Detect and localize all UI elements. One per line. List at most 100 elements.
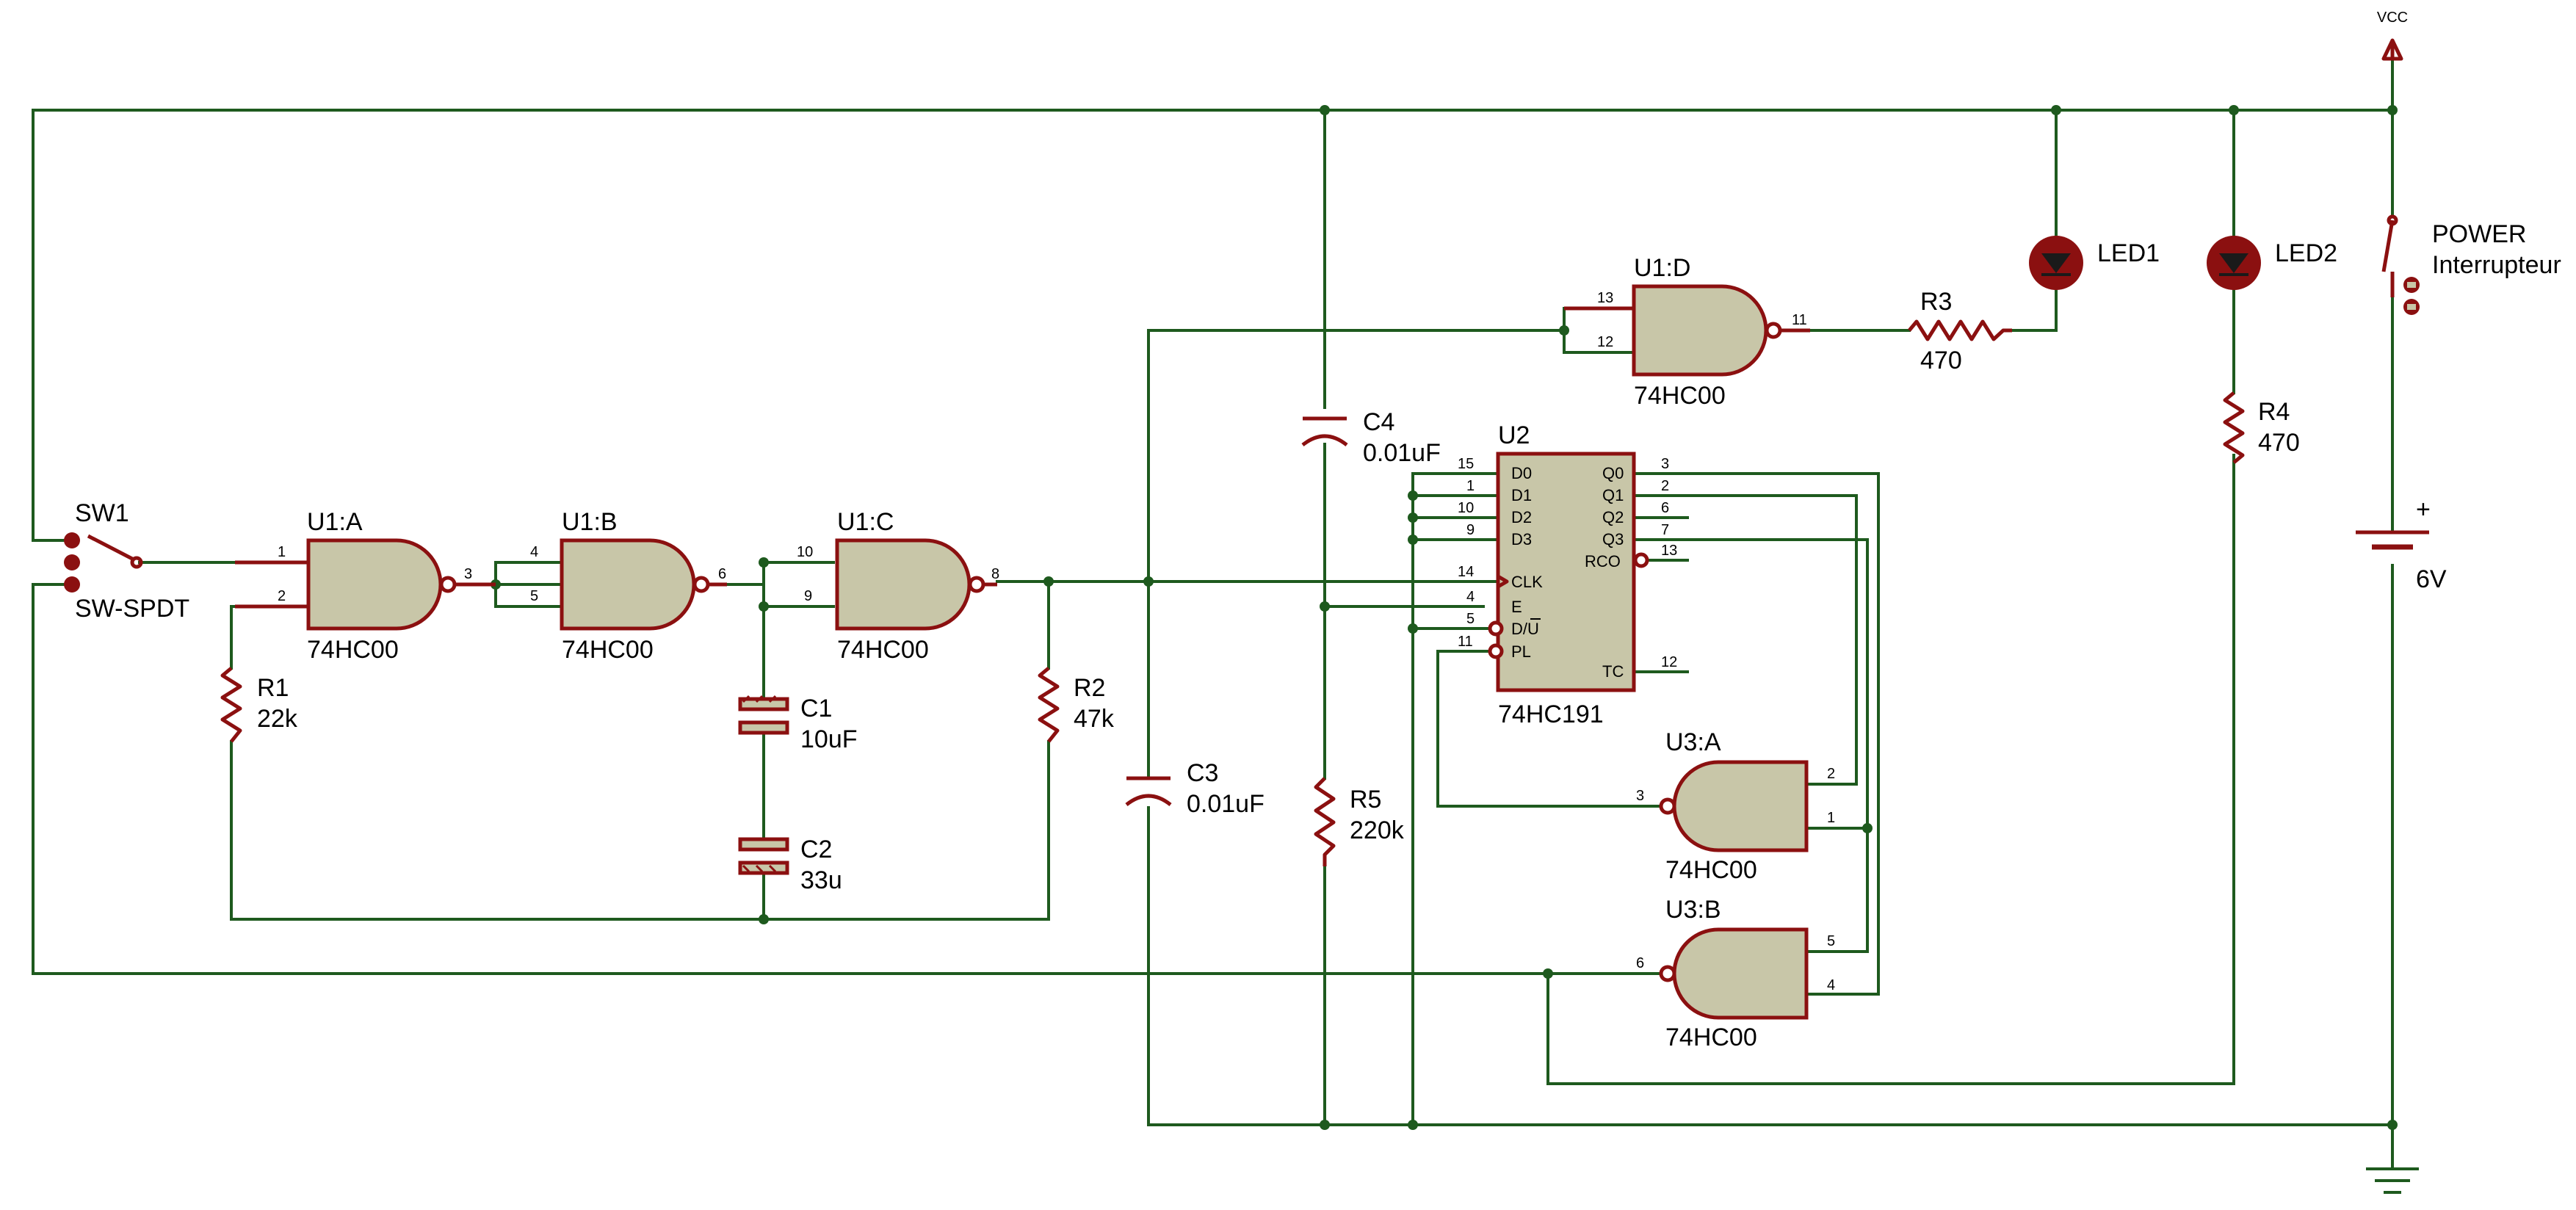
gate-name: U1:B (562, 508, 618, 536)
pin-number: 6 (1661, 500, 1669, 516)
resistor-value: 220k (1350, 816, 1405, 844)
pin-name: D3 (1511, 530, 1532, 548)
gate-name: U1:C (837, 508, 894, 536)
battery-plus: + (2416, 496, 2431, 524)
pin-number: 3 (1661, 456, 1669, 472)
gate-type: 74HC00 (307, 636, 399, 664)
resistor-value: 470 (1920, 347, 1962, 374)
gate-u3a: 2 1 3 U3:A 74HC00 (1636, 728, 1835, 884)
pin-label: 2 (278, 588, 286, 604)
ground-symbol (2366, 1167, 2419, 1194)
pin-number: 9 (1466, 522, 1475, 538)
pin-number: 7 (1661, 522, 1669, 538)
pin-name: D1 (1511, 486, 1532, 504)
pin-number: 14 (1458, 564, 1474, 580)
power-switch-desc: Interrupteur (2432, 251, 2561, 279)
capacitor-value: 0.01uF (1187, 790, 1265, 818)
pin-label: 2 (1827, 766, 1835, 782)
pin-label: 9 (804, 588, 812, 604)
pin-number: 2 (1661, 478, 1669, 494)
resistor-name: R3 (1920, 288, 1952, 316)
gate-name: U1:A (307, 508, 363, 536)
pin-label: 1 (278, 544, 286, 560)
gate-u3b: 5 4 6 U3:B 74HC00 (1636, 896, 1835, 1051)
wires (32, 57, 2394, 1169)
capacitor-c3: C3 0.01uF (1125, 759, 1265, 818)
pin-name: D0 (1511, 464, 1532, 482)
pin-name: PL (1511, 642, 1531, 661)
battery: + 6V (2356, 496, 2447, 593)
led-2: LED2 (2207, 236, 2337, 290)
battery-value: 6V (2416, 565, 2447, 593)
gate-name: U3:A (1665, 728, 1721, 756)
resistor-name: R5 (1350, 786, 1381, 814)
pin-label: 5 (530, 588, 538, 604)
resistor-r1: R1 22k (220, 667, 298, 743)
resistor-value: 470 (2258, 429, 2300, 457)
gate-type: 74HC00 (1665, 1024, 1757, 1051)
resistor-r5: R5 220k (1314, 777, 1405, 866)
pin-name: TC (1602, 662, 1624, 681)
capacitor-c4: C4 0.01uF (1301, 408, 1441, 467)
sw1-type: SW-SPDT (75, 595, 189, 623)
capacitor-name: C4 (1363, 408, 1394, 436)
pin-label: 3 (1636, 788, 1644, 804)
pin-number: 5 (1466, 611, 1475, 627)
resistor-value: 22k (257, 705, 298, 733)
resistor-value: 47k (1074, 705, 1115, 733)
led-label: LED1 (2097, 239, 2160, 267)
counter-type: 74HC191 (1498, 700, 1604, 728)
counter-u2: U2 74HC191 15 D0 1 D1 10 D2 9 D3 14 CLK … (1458, 421, 1677, 728)
pin-label: 4 (530, 544, 538, 560)
vcc-terminal: VCC (2377, 10, 2408, 61)
gate-type: 74HC00 (837, 636, 929, 664)
pin-number: 11 (1458, 634, 1473, 650)
capacitor-c1: C1 10uF (738, 695, 858, 753)
capacitor-c2: C2 33u (738, 836, 842, 894)
gate-type: 74HC00 (1634, 382, 1726, 410)
pin-label: 4 (1827, 977, 1835, 993)
pin-name: D/U (1511, 620, 1539, 638)
vcc-label: VCC (2377, 10, 2408, 26)
resistor-r3: R3 470 (1908, 288, 2012, 374)
capacitor-value: 10uF (800, 725, 858, 753)
pin-label: 5 (1827, 933, 1835, 949)
sw1-spdt: SW1 SW-SPDT (64, 499, 189, 623)
gate-u1c: 10 9 8 U1:C 74HC00 (797, 508, 999, 664)
led-1: LED1 (2029, 236, 2160, 290)
sw1-name: SW1 (75, 499, 129, 527)
junctions (491, 105, 2398, 1130)
pin-label: 11 (1792, 312, 1807, 328)
pin-number: 12 (1661, 654, 1677, 670)
resistor-r2: R2 47k (1038, 667, 1115, 743)
pin-label: 12 (1597, 334, 1613, 350)
resistor-name: R1 (257, 674, 289, 702)
pin-label: 8 (991, 566, 999, 582)
power-switch: POWER Interrupteur (2381, 214, 2561, 315)
pin-name: Q3 (1602, 530, 1624, 548)
capacitor-name: C1 (800, 695, 832, 722)
pin-name: E (1511, 598, 1522, 616)
capacitor-name: C3 (1187, 759, 1218, 787)
pin-number: 4 (1466, 589, 1475, 605)
pin-label: 13 (1597, 290, 1613, 306)
gate-u1b: 4 5 6 U1:B 74HC00 (530, 508, 727, 664)
pin-number: 15 (1458, 456, 1474, 472)
power-switch-name: POWER (2432, 220, 2526, 248)
pin-label: 6 (1636, 955, 1644, 971)
resistor-name: R4 (2258, 398, 2290, 426)
counter-name: U2 (1498, 421, 1530, 449)
pin-name: D2 (1511, 508, 1532, 526)
pin-label: 10 (797, 544, 813, 560)
pin-name: RCO (1585, 552, 1621, 570)
pin-label: 6 (718, 566, 726, 582)
gate-type: 74HC00 (562, 636, 654, 664)
pin-name: Q1 (1602, 486, 1624, 504)
pin-number: 1 (1466, 478, 1475, 494)
gate-type: 74HC00 (1665, 856, 1757, 884)
capacitor-name: C2 (800, 836, 832, 863)
pin-name: CLK (1511, 573, 1543, 591)
resistor-name: R2 (1074, 674, 1105, 702)
capacitor-value: 33u (800, 866, 842, 894)
pin-name: Q0 (1602, 464, 1624, 482)
